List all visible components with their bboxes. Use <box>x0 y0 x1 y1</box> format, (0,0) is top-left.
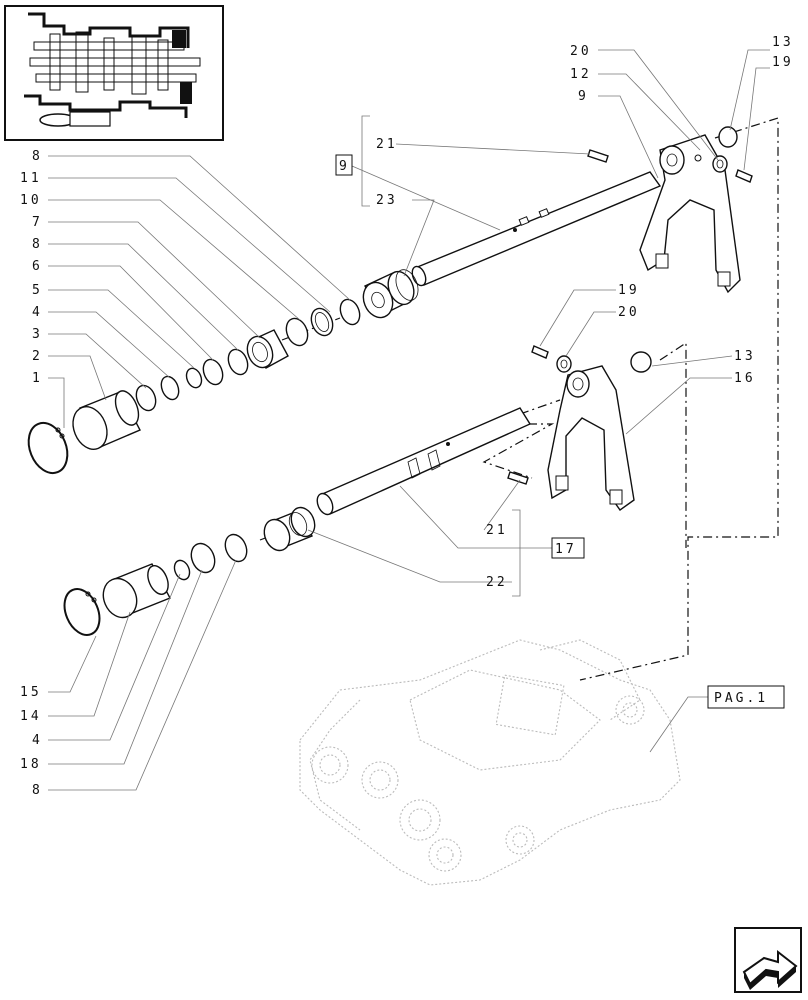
label-13-top: 13 <box>772 35 794 50</box>
label-23: 23 <box>376 193 398 208</box>
lower-shift-rod[interactable] <box>314 407 532 517</box>
lower-shift-fork[interactable] <box>547 365 635 511</box>
label-5: 5 <box>32 283 43 298</box>
label-4-a: 4 <box>32 305 43 320</box>
upper-shift-fork[interactable] <box>639 134 741 294</box>
upper-circlip[interactable] <box>22 417 75 479</box>
lower-end-plug[interactable] <box>97 563 172 623</box>
label-18: 18 <box>20 757 42 772</box>
transmission-housing[interactable] <box>299 639 681 886</box>
label-20-top: 20 <box>570 44 592 59</box>
upper-washer[interactable] <box>712 155 728 173</box>
label-4-b: 4 <box>32 733 43 748</box>
assembly-line-lower <box>659 341 687 548</box>
ref-box-upper-label: 9 <box>339 159 350 174</box>
label-19-top: 19 <box>772 55 794 70</box>
label-16: 16 <box>734 371 756 386</box>
ref-box-page[interactable]: PAG.1 <box>707 685 785 709</box>
label-10: 10 <box>20 193 42 208</box>
ref-box-upper[interactable]: 9 <box>335 154 353 176</box>
ref-box-page-label: PAG.1 <box>714 691 768 706</box>
label-7: 7 <box>32 215 43 230</box>
gearbox-thumbnail[interactable] <box>4 5 224 141</box>
upper-end-plug[interactable] <box>67 388 143 455</box>
pin-slot-guide <box>482 423 555 479</box>
label-6: 6 <box>32 259 43 274</box>
label-13-mid: 13 <box>734 349 756 364</box>
label-21-lower: 21 <box>486 523 508 538</box>
upper-piston[interactable] <box>358 266 422 322</box>
lower-washer[interactable] <box>556 355 572 373</box>
label-8-a: 8 <box>32 149 43 164</box>
assembly-line-upper <box>579 117 779 681</box>
label-19-mid: 19 <box>618 283 640 298</box>
label-8-b: 8 <box>32 237 43 252</box>
upper-seal-stack[interactable] <box>133 297 363 414</box>
upper-cap[interactable] <box>718 126 738 148</box>
label-14: 14 <box>20 709 42 724</box>
lower-piston[interactable] <box>260 504 319 555</box>
label-22: 22 <box>486 575 508 590</box>
label-8-c: 8 <box>32 783 43 798</box>
lower-pin[interactable] <box>507 471 529 485</box>
label-9: 9 <box>578 89 589 104</box>
ref-box-lower[interactable]: 17 <box>551 537 585 559</box>
lower-seal-stack[interactable] <box>172 531 251 582</box>
label-20-mid: 20 <box>618 305 640 320</box>
ref-box-lower-label: 17 <box>555 542 577 557</box>
label-1: 1 <box>32 371 43 386</box>
lower-circlip[interactable] <box>58 584 106 641</box>
label-11: 11 <box>20 171 42 186</box>
lower-grub-screw[interactable] <box>531 345 549 359</box>
upper-pin[interactable] <box>587 149 609 163</box>
lower-cap[interactable] <box>630 351 652 373</box>
label-12: 12 <box>570 67 592 82</box>
label-21-upper: 21 <box>376 137 398 152</box>
leader-lines <box>48 49 770 791</box>
next-page-arrow-icon[interactable] <box>734 927 802 993</box>
part-labels: 20 12 9 13 19 8 11 10 7 8 6 5 4 3 2 1 21… <box>20 35 794 798</box>
upper-grub-screw[interactable] <box>735 169 753 183</box>
label-3: 3 <box>32 327 43 342</box>
label-15: 15 <box>20 685 42 700</box>
upper-shift-rod[interactable] <box>410 171 662 288</box>
label-2: 2 <box>32 349 43 364</box>
